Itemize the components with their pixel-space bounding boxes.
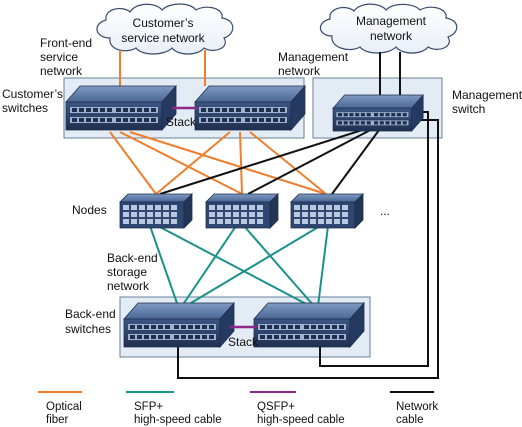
nodes-label: Nodes bbox=[72, 203, 107, 217]
management-switch-device bbox=[332, 94, 424, 132]
back-end-switch-1 bbox=[123, 302, 235, 348]
legend-network-line-1: Network bbox=[396, 401, 438, 413]
legend-qsfp-cable: QSFP+ high-speed cable bbox=[250, 391, 345, 426]
back-end-network-label-2: storage bbox=[107, 265, 147, 279]
back-end-network-label-3: network bbox=[107, 279, 150, 293]
legend-network-line-2: cable bbox=[396, 414, 424, 426]
management-cloud-line-2: network bbox=[370, 29, 413, 43]
sfp-mesh bbox=[149, 225, 329, 307]
legend: Optical fiber SFP+ high-speed cable QSFP… bbox=[38, 391, 438, 426]
more-nodes-ellipsis: ... bbox=[380, 204, 390, 218]
customers-switches-label-2: switches bbox=[2, 101, 48, 115]
back-end-switches-label-1: Back-end bbox=[65, 307, 116, 321]
customer-cloud-line-2: service network bbox=[121, 31, 205, 45]
legend-optical-line-2: fiber bbox=[46, 414, 69, 426]
legend-network-cable: Network cable bbox=[390, 391, 438, 426]
customer-cloud-line-1: Customer’s bbox=[133, 16, 194, 30]
node-2 bbox=[205, 193, 279, 229]
customer-switch-1 bbox=[65, 85, 177, 131]
customer-switch-2 bbox=[194, 85, 306, 131]
front-end-label-2: service bbox=[40, 50, 78, 64]
legend-optical-fiber: Optical fiber bbox=[38, 391, 82, 426]
front-end-label-1: Front-end bbox=[40, 36, 92, 50]
legend-qsfp-line-2: high-speed cable bbox=[257, 414, 345, 426]
back-end-switch-2 bbox=[253, 302, 365, 348]
back-end-switches-label-2: switches bbox=[65, 322, 111, 336]
management-uplinks bbox=[379, 52, 401, 96]
front-end-label-3: network bbox=[40, 64, 83, 78]
customer-service-network-cloud: Customer’s service network bbox=[96, 3, 234, 55]
management-network-label-1: Management bbox=[278, 50, 349, 64]
legend-sfp-line-1: SFP+ bbox=[134, 401, 163, 413]
management-switch-label-2: switch bbox=[452, 102, 485, 116]
optical-mesh bbox=[109, 131, 327, 195]
stack-bottom-label: Stack bbox=[228, 335, 259, 349]
stack-top-label: Stack bbox=[166, 115, 197, 129]
management-switch-label-1: Management bbox=[452, 88, 522, 102]
legend-sfp-cable: SFP+ high-speed cable bbox=[126, 391, 222, 426]
legend-optical-line-1: Optical bbox=[46, 401, 82, 413]
back-end-network-label-1: Back-end bbox=[107, 251, 158, 265]
optical-uplinks bbox=[119, 50, 206, 86]
node-1 bbox=[119, 193, 193, 229]
legend-qsfp-line-1: QSFP+ bbox=[257, 401, 295, 413]
management-network-cloud: Management network bbox=[319, 3, 458, 54]
customers-switches-label-1: Customer’s bbox=[2, 87, 63, 101]
node-3 bbox=[290, 193, 364, 229]
management-network-label-2: network bbox=[278, 64, 321, 78]
management-cloud-line-1: Management bbox=[356, 14, 427, 28]
legend-sfp-line-2: high-speed cable bbox=[134, 414, 222, 426]
